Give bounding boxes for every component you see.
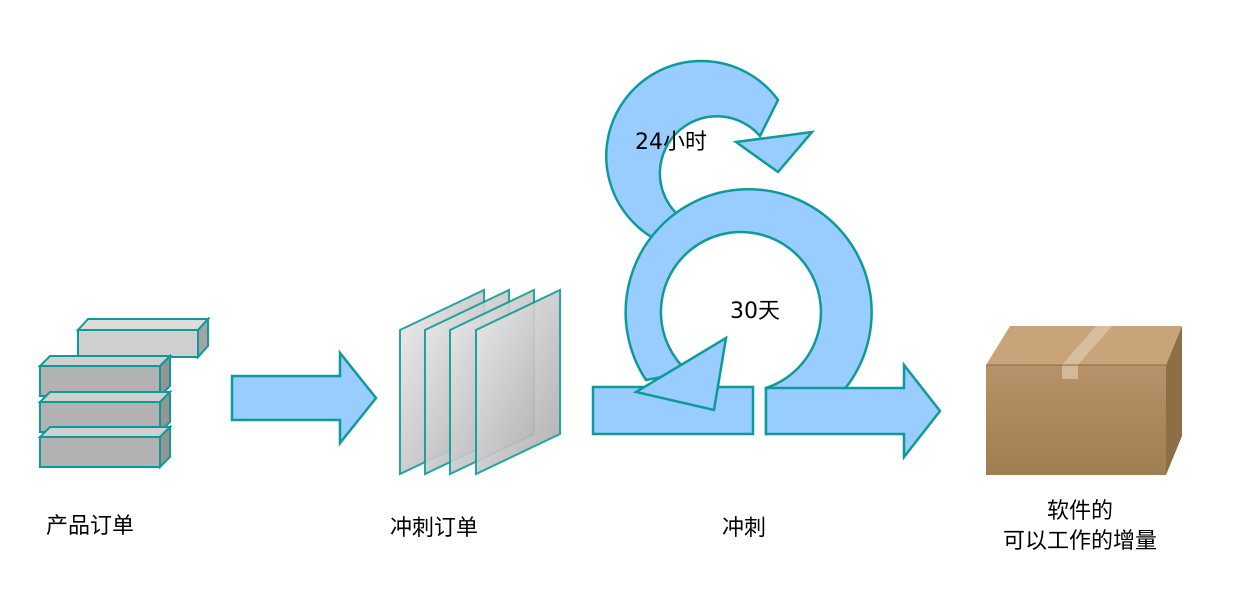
sprint-cycle-label: 30天	[730, 299, 780, 324]
daily-cycle-arrow	[605, 59, 816, 247]
product-backlog-label: 产品订单	[46, 514, 135, 539]
increment-label-line2: 可以工作的增量	[1002, 529, 1157, 554]
product-backlog-stack-icon	[37, 316, 211, 470]
daily-cycle-label: 24小时	[635, 130, 707, 155]
increment-box-icon	[986, 326, 1182, 475]
sprint-label: 冲刺	[722, 516, 767, 541]
sprint-backlog-label: 冲刺订单	[390, 516, 479, 541]
sprint-cycle-arrow	[591, 187, 942, 461]
flow-arrow-1	[230, 349, 378, 447]
sprint-backlog-sheets-icon	[399, 288, 561, 476]
increment-label-line1: 软件的	[1046, 499, 1113, 524]
increment-label: 软件的 可以工作的增量	[980, 497, 1180, 557]
